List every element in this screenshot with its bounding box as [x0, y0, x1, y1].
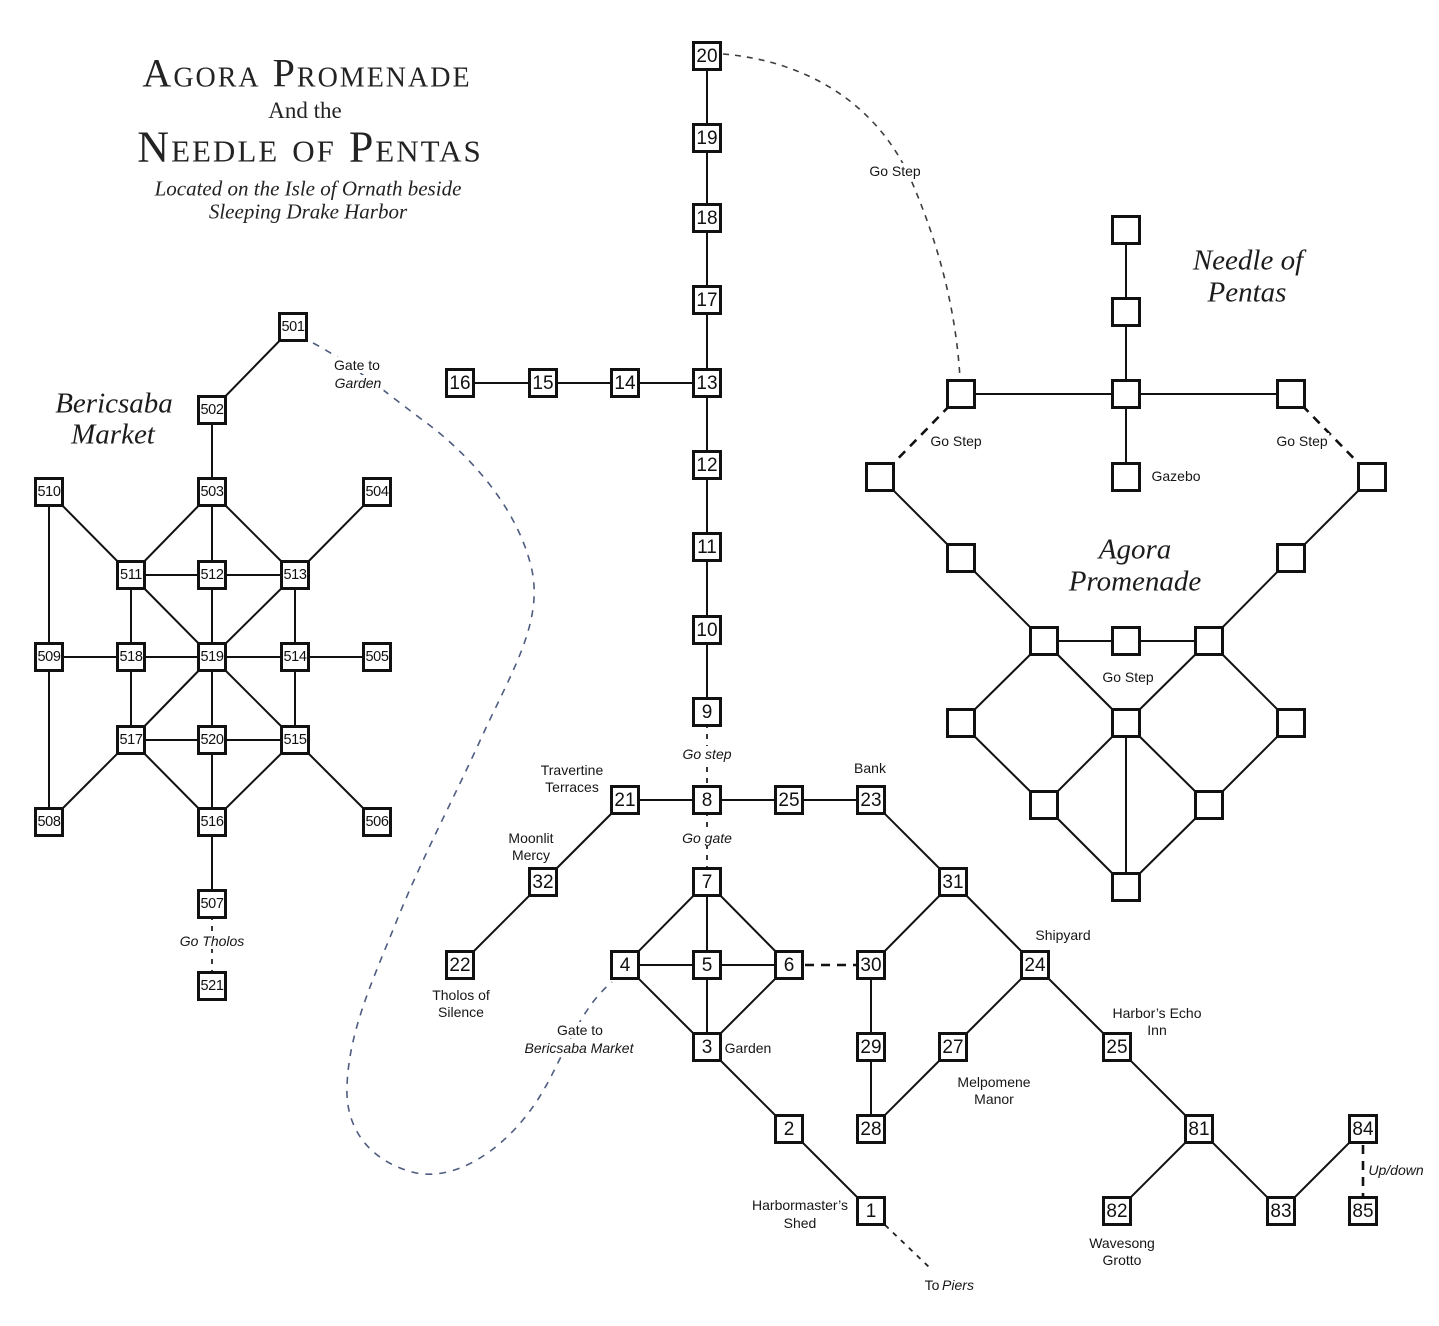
map-edge-p3-p6 — [879, 393, 962, 478]
map-edge-2-1 — [788, 1128, 872, 1212]
map-edge-515-506 — [294, 739, 378, 823]
map-edge-27-28 — [870, 1046, 954, 1130]
map-edge-81-83 — [1198, 1128, 1282, 1212]
map-edge-p9-p11 — [960, 557, 1045, 642]
map-edge-p5-p8 — [1290, 393, 1373, 478]
map-edge-3-2 — [706, 1046, 790, 1130]
map-subtitle-line-2: Sleeping Drake Harbor — [208, 199, 408, 224]
map-edge-p11-p15 — [1043, 640, 1127, 724]
map-edge-503-513 — [211, 491, 296, 576]
map-edge-p16-p18 — [1208, 722, 1292, 806]
map-edge-7-4 — [624, 881, 708, 966]
map-edge-31-24 — [952, 881, 1036, 966]
map-edge-p15-p18 — [1125, 722, 1210, 806]
map-edge-p6-p9 — [879, 476, 962, 559]
to-piers-path — [884, 1224, 931, 1269]
map-edge-510-511 — [48, 491, 132, 576]
gate-to-garden-path — [312, 342, 613, 1175]
map-edge-513-519 — [211, 574, 296, 658]
map-edge-504-513 — [294, 491, 378, 576]
map-edge-25b-81 — [1116, 1046, 1200, 1130]
map-edge-519-515 — [211, 656, 296, 741]
map-edge-p8-p10 — [1290, 476, 1373, 559]
map-edge-6-3 — [706, 964, 790, 1048]
map-edge-p18-p19 — [1125, 804, 1210, 888]
map-edge-517-519 — [130, 656, 213, 741]
map-edge-508-517 — [48, 739, 132, 823]
map-subtitle-line-1: Located on the Isle of Ornath beside — [154, 176, 462, 201]
map-edge-p15-p17 — [1043, 722, 1127, 806]
map-edge-24-25b — [1034, 964, 1118, 1048]
map-edge-p14-p17 — [960, 722, 1045, 806]
map-edge-501-502 — [211, 326, 294, 411]
map-edge-p10-p13 — [1208, 557, 1292, 642]
go-step-curve — [722, 53, 961, 379]
map-edge-p13-p15 — [1125, 640, 1210, 724]
map-edge-24-27 — [952, 964, 1036, 1048]
map-edge-23-31 — [870, 799, 954, 883]
map-title-line-1: Agora Promenade — [142, 50, 472, 96]
map-title-line-2: And the — [268, 98, 342, 123]
map-edge-p11-p14 — [960, 640, 1045, 724]
map-edge-7-6 — [706, 881, 790, 966]
map-edge-515-516 — [211, 739, 296, 823]
map-edge-p13-p16 — [1208, 640, 1292, 724]
map-edge-81-82 — [1116, 1128, 1200, 1212]
map-edge-32-22 — [459, 881, 544, 966]
map-edge-503-511 — [130, 491, 213, 576]
map-edge-p17-p19 — [1043, 804, 1127, 888]
map-edge-511-519 — [130, 574, 213, 658]
map-edge-21-32 — [542, 799, 626, 883]
map-edge-31-30 — [870, 881, 954, 966]
map-title-line-3: Needle of Pentas — [137, 122, 483, 172]
map-edge-4-3 — [624, 964, 708, 1048]
map-edge-517-516 — [130, 739, 213, 823]
map-edge-83-84 — [1280, 1128, 1364, 1212]
